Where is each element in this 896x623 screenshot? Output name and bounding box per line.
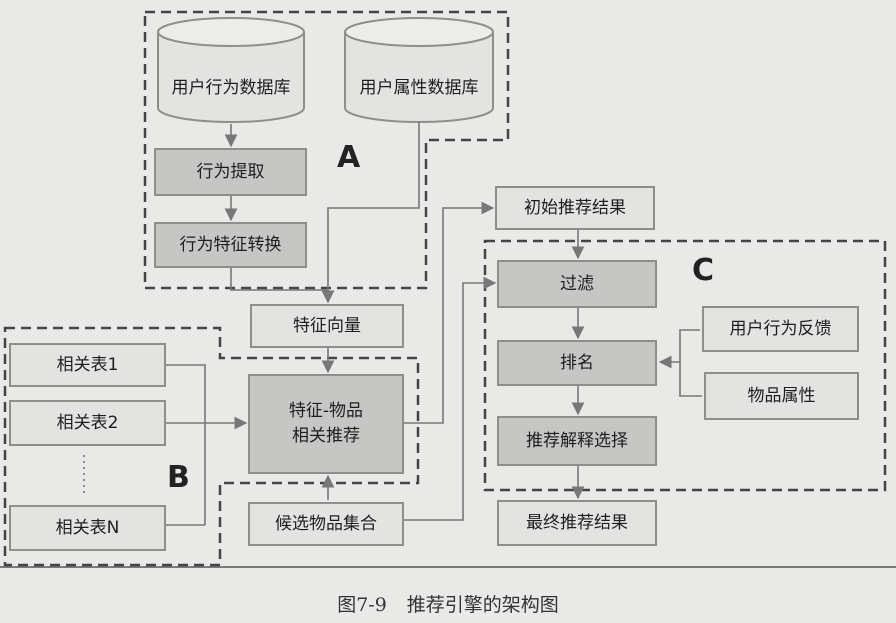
feature-item-recommendation-box: 特征-物品 相关推荐: [248, 374, 404, 474]
figure-title: 推荐引擎的架构图: [406, 594, 559, 616]
ranking-box: 排名: [497, 340, 657, 386]
line-table1: [166, 364, 206, 525]
behavior-feature-conversion-box: 行为特征转换: [154, 222, 307, 268]
feature-vector-box: 特征向量: [250, 304, 404, 348]
behavior-extraction-box: 行为提取: [154, 148, 307, 196]
related-table-2-box: 相关表2: [9, 400, 166, 446]
user-behavior-feedback-box: 用户行为反馈: [702, 306, 859, 352]
region-b-label: B: [167, 460, 190, 495]
user-behavior-db: 用户行为数据库: [158, 46, 304, 112]
related-table-n-box: 相关表N: [9, 505, 166, 551]
figure-caption: 图7-9 推荐引擎的架构图: [0, 590, 896, 617]
item-attributes-box: 物品属性: [704, 372, 859, 420]
explanation-selection-label: 推荐解释选择: [526, 430, 628, 451]
final-results-label: 最终推荐结果: [526, 512, 628, 533]
related-table-1-box: 相关表1: [9, 343, 166, 387]
line-feedback-bracket: [679, 329, 702, 397]
behavior-feature-conversion-label: 行为特征转换: [179, 234, 282, 255]
user-attribute-db-cylinder: [344, 32, 494, 123]
region-c-outline: [483, 239, 887, 492]
region-c-label: C: [692, 253, 715, 288]
initial-results-label: 初始推荐结果: [524, 197, 626, 218]
final-results-box: 最终推荐结果: [497, 500, 657, 546]
region-a-outline: [143, 10, 510, 290]
candidate-item-set-label: 候选物品集合: [275, 513, 377, 534]
filter-box: 过滤: [497, 260, 657, 308]
behavior-extraction-label: 行为提取: [196, 161, 265, 182]
item-attributes-label: 物品属性: [747, 385, 816, 406]
user-behavior-feedback-label: 用户行为反馈: [729, 318, 832, 339]
arrow-attribute-db-to-vector: [321, 122, 420, 304]
line-candidate-to-filter: [404, 276, 497, 521]
filter-label: 过滤: [560, 273, 594, 294]
figure-number: 图7-9: [337, 594, 387, 616]
candidate-item-set-box: 候选物品集合: [248, 502, 404, 546]
feature-item-recommendation-line1: 特征-物品: [288, 401, 364, 421]
user-attribute-db: 用户属性数据库: [345, 46, 493, 112]
line-recommend-to-initial: [404, 201, 495, 424]
related-table-2-label: 相关表2: [56, 412, 119, 433]
explanation-selection-box: 推荐解释选择: [497, 416, 657, 466]
arrow-conversion-to-vector: [230, 268, 335, 304]
user-behavior-db-cylinder: [157, 32, 305, 123]
user-attribute-db-label: 用户属性数据库: [359, 77, 479, 98]
related-table-1-label: 相关表1: [56, 354, 119, 375]
region-b-outline: [3, 326, 420, 567]
related-table-n-label: 相关表N: [55, 517, 120, 538]
feature-vector-label: 特征向量: [293, 315, 361, 336]
user-behavior-db-label: 用户行为数据库: [171, 77, 291, 98]
ranking-label: 排名: [560, 352, 594, 373]
initial-results-box: 初始推荐结果: [495, 186, 655, 230]
region-a-label: A: [337, 140, 361, 175]
feature-item-recommendation-line2: 相关推荐: [292, 426, 360, 446]
